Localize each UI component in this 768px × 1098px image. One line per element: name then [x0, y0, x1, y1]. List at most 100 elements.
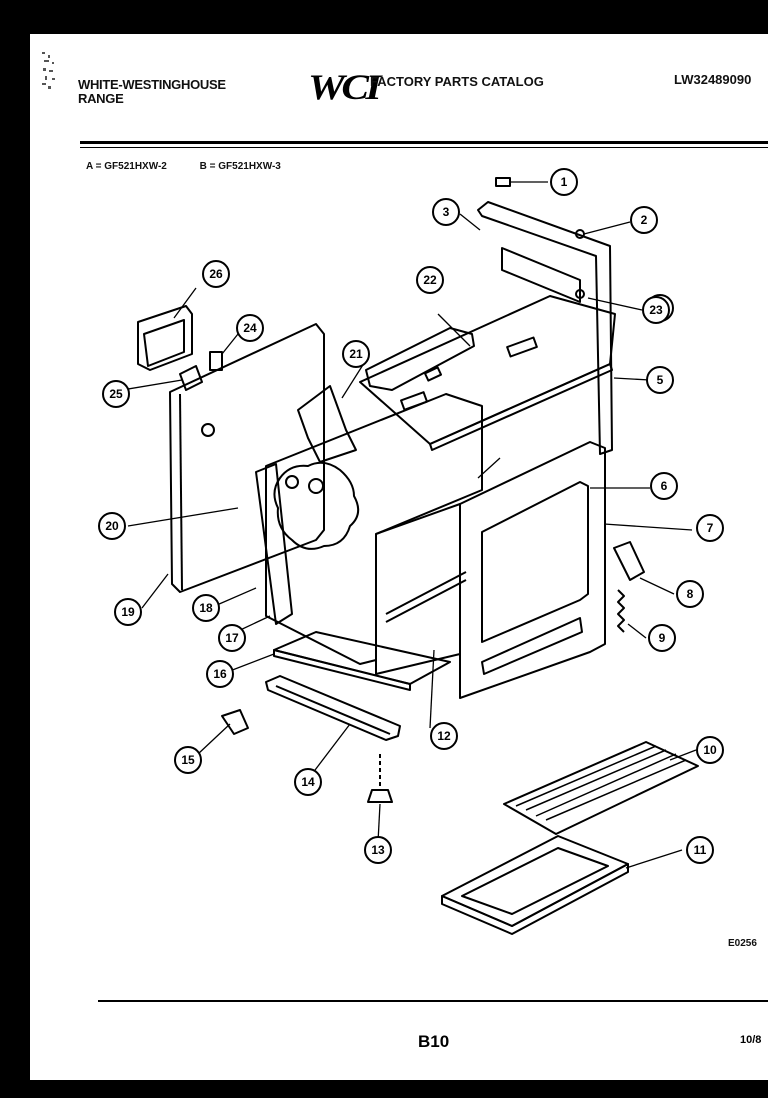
vent-bracket — [365, 327, 475, 391]
wci-logo: WCI — [308, 67, 382, 107]
callout-14-label: 14 — [301, 775, 315, 789]
callout-25-circle — [102, 380, 130, 408]
top-panel-edge — [429, 363, 613, 451]
callout-25-label: 25 — [109, 387, 123, 401]
exploded-parts-diagram: 1234567891011121314151617181920212223242… — [98, 168, 724, 935]
heat-shield — [273, 461, 360, 550]
callout-3-circle — [432, 198, 460, 226]
callout-20-label: 20 — [105, 519, 119, 533]
oven-cavity — [375, 503, 461, 675]
kick-plate — [265, 675, 401, 741]
callout-15-label: 15 — [181, 753, 195, 767]
callout-18-circle — [192, 594, 220, 622]
callout-21-label: 21 — [349, 347, 363, 361]
hinge-spring — [617, 589, 625, 633]
callout-2-circle — [630, 206, 658, 234]
callout-18-label: 18 — [199, 601, 213, 615]
callout-11-circle — [686, 836, 714, 864]
back-panel — [477, 201, 613, 455]
leveler-foot — [367, 789, 393, 803]
catalog-title: FACTORY PARTS CATALOG — [370, 74, 544, 89]
callout-7-circle — [696, 514, 724, 542]
callout-17-circle — [218, 624, 246, 652]
callout-22-circle — [416, 266, 444, 294]
callout-7-label: 7 — [707, 521, 714, 535]
side-panel-left — [169, 323, 325, 593]
bracket-26 — [137, 305, 193, 371]
scan-speckle — [42, 52, 55, 89]
callout-20-circle — [98, 512, 126, 540]
callout-26-label: 26 — [209, 267, 223, 281]
top-panel — [359, 295, 616, 445]
callout-9-label: 9 — [659, 631, 666, 645]
header-rule-thin — [80, 147, 768, 148]
callout-12-label: 12 — [437, 729, 451, 743]
leader-lines — [121, 181, 697, 869]
callout-3-label: 3 — [443, 205, 450, 219]
callout-17-label: 17 — [225, 631, 239, 645]
callout-12-circle — [430, 722, 458, 750]
footer-rule — [98, 1000, 768, 1002]
callout-10-circle — [696, 736, 724, 764]
page-number: B10 — [418, 1032, 450, 1051]
broiler-pan-inner — [461, 847, 609, 915]
callout-13-label: 13 — [371, 843, 385, 857]
callout-26-circle — [202, 260, 230, 288]
page-date: 10/8 — [740, 1034, 762, 1046]
callout-1-label: 1 — [561, 175, 568, 189]
oven-liner — [255, 463, 293, 625]
callout-23-label: 23 — [649, 303, 663, 317]
product-title: WHITE-WESTINGHOUSE RANGE — [78, 77, 226, 106]
clip-24 — [209, 351, 223, 371]
bottom-pan — [273, 631, 451, 685]
callout-6-circle — [650, 472, 678, 500]
callout-21-circle — [342, 340, 370, 368]
callout-5-circle — [646, 366, 674, 394]
shield-hole-b — [308, 478, 324, 494]
back-panel-slot — [501, 247, 581, 303]
kick-plate-line — [275, 685, 391, 735]
callout-10-label: 10 — [703, 743, 717, 757]
flue-box — [297, 385, 357, 463]
door-window — [481, 481, 589, 643]
callout-15-circle — [174, 746, 202, 774]
catalog-number: LW32489090 — [674, 72, 752, 87]
callout-13-circle — [364, 836, 392, 864]
vent-25 — [179, 365, 203, 391]
part-23-screw — [575, 289, 585, 299]
callout-24-circle — [236, 314, 264, 342]
door-handle-slot — [481, 617, 583, 675]
diagram-code: E0256 — [728, 938, 757, 949]
header-rule — [80, 141, 768, 144]
callout-5-label: 5 — [657, 373, 664, 387]
side-panel-right — [459, 441, 606, 699]
model-key: A = GF521HXW-2 B = GF521HXW-3 — [86, 161, 311, 172]
side-panel-hole — [201, 423, 215, 437]
model-b: B = GF521HXW-3 — [199, 161, 281, 172]
rod-12b — [385, 579, 467, 623]
clip-15 — [221, 709, 249, 735]
rod-12 — [385, 571, 467, 615]
callout-6-label: 6 — [661, 479, 668, 493]
part-1-clip — [495, 177, 511, 187]
catalog-page: WHITE-WESTINGHOUSE RANGE WCI FACTORY PAR… — [30, 34, 768, 1080]
side-panel-left-fold — [179, 393, 183, 591]
oven-rack — [503, 741, 699, 835]
callout-1-circle — [550, 168, 578, 196]
callout-19-circle — [114, 598, 142, 626]
door-hinge — [613, 541, 645, 581]
shield-hole-a — [285, 475, 299, 489]
callout-14-circle — [294, 768, 322, 796]
callout-8-circle — [676, 580, 704, 608]
broiler-pan — [441, 835, 629, 927]
callout-24-label: 24 — [243, 321, 257, 335]
callout-9-circle — [648, 624, 676, 652]
callout-16-label: 16 — [213, 667, 227, 681]
broiler-pan-rim — [441, 863, 629, 935]
callout-2-label: 2 — [641, 213, 648, 227]
callout-8-label: 8 — [687, 587, 694, 601]
callout-19-label: 19 — [121, 605, 135, 619]
model-a: A = GF521HXW-2 — [86, 161, 167, 172]
top-slot-a — [506, 336, 538, 358]
callout-23-circle — [642, 296, 670, 324]
